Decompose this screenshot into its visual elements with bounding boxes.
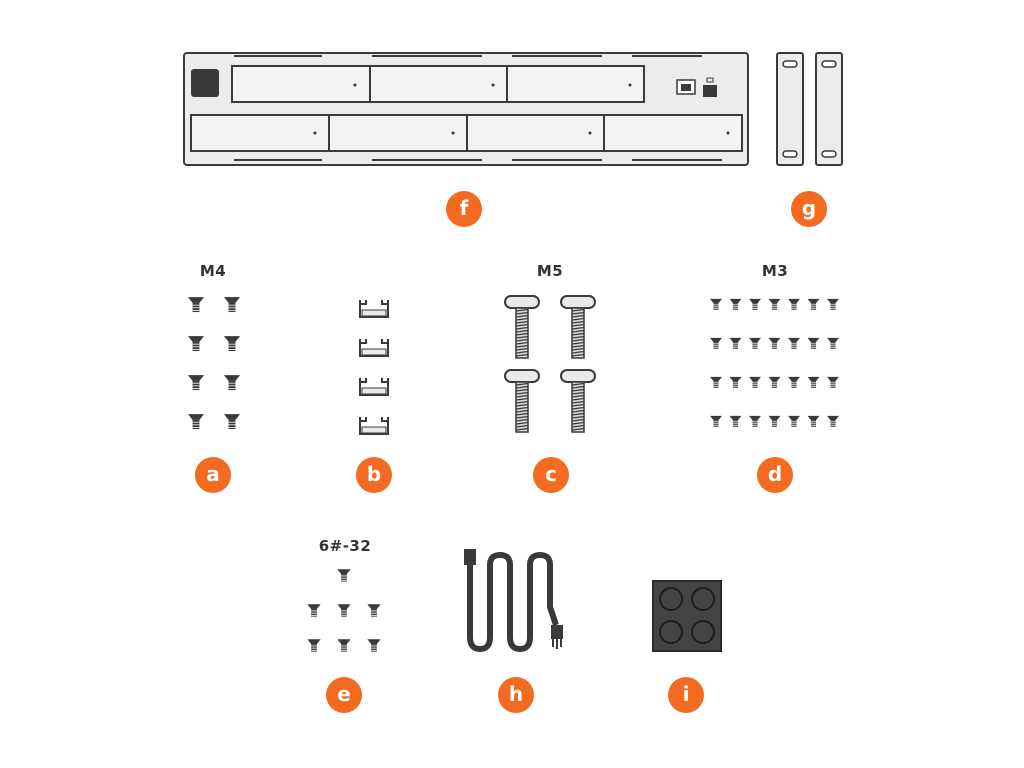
screw-icon (710, 337, 722, 349)
bolt-icon (560, 369, 596, 433)
6-32-screws-group (300, 565, 390, 660)
screw-icon (337, 604, 351, 617)
screw-icon (788, 376, 800, 388)
screw-icon (788, 415, 800, 427)
screw-icon (729, 337, 742, 349)
clip-icon (359, 378, 389, 396)
power-cord-icon (458, 545, 578, 665)
size-label-6-32: 6#-32 (318, 537, 372, 555)
screw-icon (729, 298, 742, 310)
screw-icon (807, 337, 820, 349)
size-label-m5: M5 (536, 262, 564, 280)
screw-icon (710, 415, 722, 427)
badge-e: e (326, 677, 362, 713)
screw-icon (768, 376, 781, 388)
screw-icon (827, 376, 839, 388)
bolt-icon (560, 295, 596, 359)
screw-icon (187, 297, 205, 313)
screw-icon (768, 337, 781, 349)
screw-icon (187, 414, 205, 430)
screw-icon (749, 415, 761, 427)
badge-f: f (446, 191, 482, 227)
size-label-m3: M3 (761, 262, 789, 280)
nvr-chassis-icon (182, 50, 752, 168)
clip-icon (359, 417, 389, 435)
screw-icon (223, 375, 241, 391)
clip-icon (359, 300, 389, 318)
badge-d: d (757, 457, 793, 493)
screw-icon (827, 298, 839, 310)
m4-screws-group (182, 290, 252, 438)
screw-icon (367, 604, 381, 617)
screw-icon (749, 376, 761, 388)
rubber-feet-icon (652, 580, 722, 652)
screw-icon (307, 639, 321, 652)
m5-bolts-group (500, 290, 610, 438)
clips-group (352, 290, 397, 438)
bolt-icon (504, 295, 540, 359)
screw-icon (827, 337, 839, 349)
screw-icon (788, 298, 800, 310)
screw-icon (807, 298, 820, 310)
screw-icon (367, 639, 381, 652)
badge-h: h (498, 677, 534, 713)
screw-icon (187, 336, 205, 352)
clip-icon (359, 339, 389, 357)
badge-i: i (668, 677, 704, 713)
screw-icon (768, 298, 781, 310)
bolt-icon (504, 369, 540, 433)
badge-b: b (356, 457, 392, 493)
screw-icon (768, 415, 781, 427)
screw-icon (807, 376, 820, 388)
screw-icon (187, 375, 205, 391)
m3-screws-group (704, 290, 844, 438)
badge-c: c (533, 457, 569, 493)
screw-icon (729, 415, 742, 427)
screw-icon (807, 415, 820, 427)
screw-icon (223, 336, 241, 352)
screw-icon (749, 337, 761, 349)
screw-icon (337, 639, 351, 652)
screw-icon (223, 414, 241, 430)
screw-icon (223, 297, 241, 313)
screw-icon (710, 298, 722, 310)
badge-a: a (195, 457, 231, 493)
screw-icon (337, 569, 351, 582)
screw-icon (788, 337, 800, 349)
screw-icon (710, 376, 722, 388)
rack-ear-icon (774, 50, 846, 168)
screw-icon (827, 415, 839, 427)
screw-icon (749, 298, 761, 310)
screw-icon (729, 376, 742, 388)
screw-icon (307, 604, 321, 617)
size-label-m4: M4 (199, 262, 227, 280)
badge-g: g (791, 191, 827, 227)
